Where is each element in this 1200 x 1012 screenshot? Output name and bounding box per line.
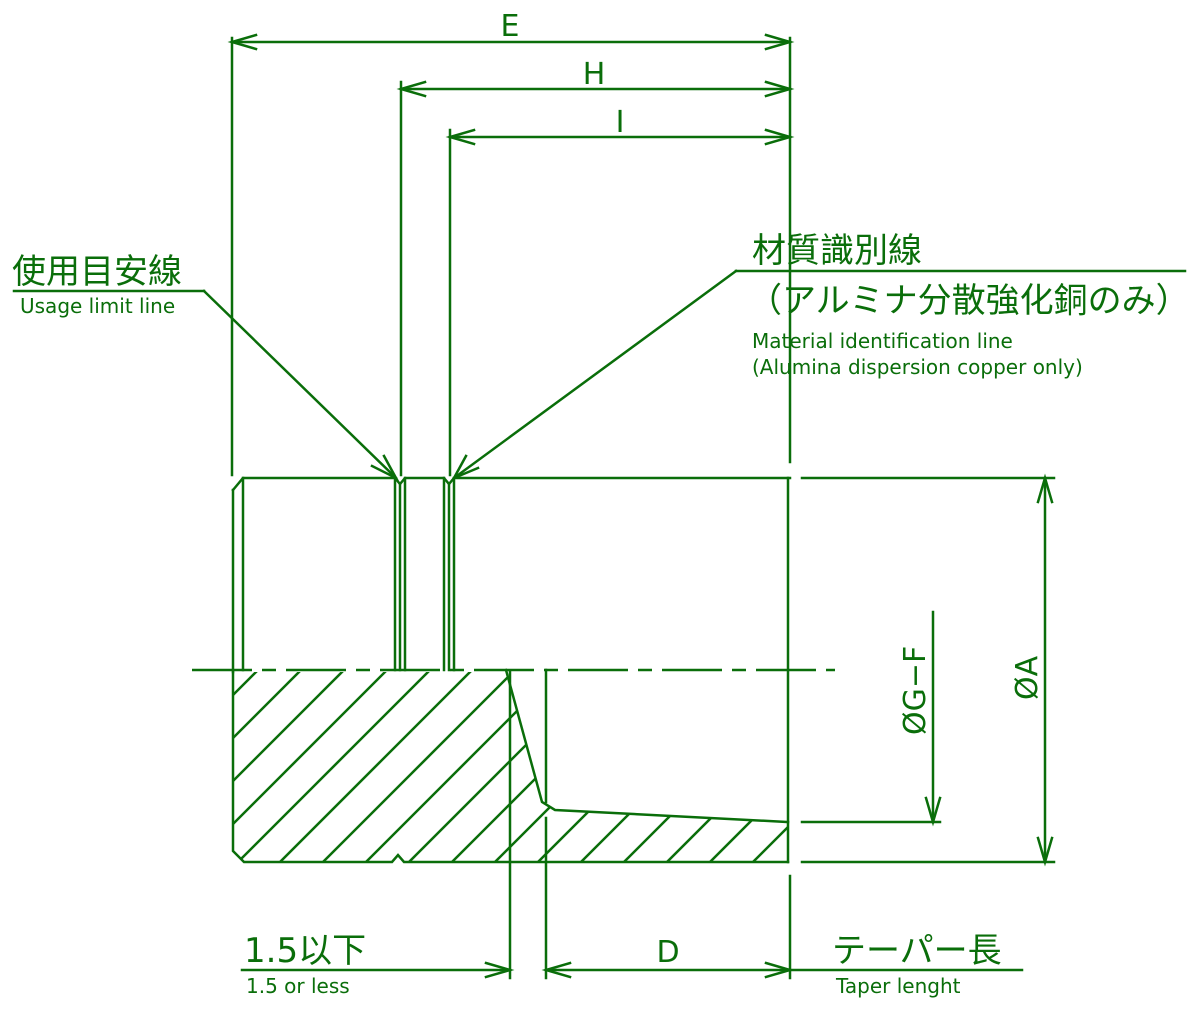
taper-label-jp: テーパー長 [832, 931, 1002, 971]
material-id-label-en: Material identification line [752, 329, 1013, 353]
usage-limit-callout: 使用目安線 Usage limit line [12, 252, 400, 481]
dim-label-e: E [501, 9, 520, 44]
dimension-e: E [227, 9, 795, 477]
material-id-sub-jp: （アルミナ分散強化銅のみ） [748, 281, 1190, 321]
material-id-label-jp: 材質識別線 [752, 231, 922, 271]
dim-label-i: I [616, 105, 625, 140]
material-id-callout: 材質識別線 （アルミナ分散強化銅のみ） Material identificat… [451, 231, 1190, 481]
taper-length-label: テーパー長 Taper lenght [788, 931, 1024, 998]
dim-label-d: D [656, 935, 679, 970]
dim-label-phi-g-f: ØG−F [898, 646, 933, 735]
dimension-phi-g-f: ØG−F [800, 610, 942, 827]
dim-label-phi-a: ØA [1010, 655, 1045, 700]
taper-label-en: Taper lenght [835, 974, 961, 998]
dimension-d: D [541, 816, 795, 980]
material-id-sub-en: (Alumina dispersion copper only) [752, 355, 1083, 379]
usage-limit-label-jp: 使用目安線 [12, 252, 182, 292]
dimension-phi-a: ØA [800, 473, 1056, 867]
usage-limit-label-en: Usage limit line [20, 294, 175, 318]
dimension-i: I [445, 105, 795, 477]
chamfer-label-en: 1.5 or less [246, 974, 350, 998]
dim-label-h: H [583, 57, 606, 92]
chamfer-label-jp: 1.5以下 [244, 931, 366, 971]
electrode-section [231, 668, 790, 864]
dimension-chamfer: 1.5以下 1.5 or less [240, 670, 515, 998]
dimension-h: H [396, 57, 795, 477]
electrode-outer-view [231, 476, 792, 864]
